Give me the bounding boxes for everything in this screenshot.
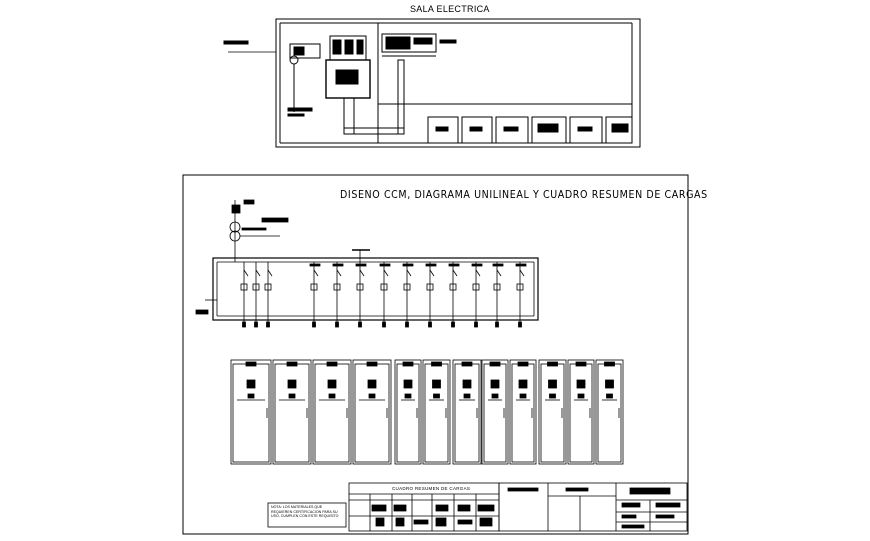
feeder-circuit	[264, 262, 273, 328]
room-outline	[275, 18, 641, 148]
feeder-circuit	[240, 262, 249, 328]
feeder-circuit	[309, 262, 321, 328]
sheet-border	[182, 174, 689, 535]
feeder-circuit	[492, 262, 504, 328]
feeder-circuit	[379, 262, 391, 328]
ccm-cabinet	[538, 359, 567, 465]
main-bus	[212, 257, 539, 321]
ccm-cabinet	[230, 359, 272, 465]
feeder-circuit	[332, 262, 344, 328]
feeder-circuit	[471, 262, 483, 328]
ccm-cabinet	[567, 359, 595, 465]
feeder-circuit	[425, 262, 437, 328]
ccm-cabinet	[422, 359, 451, 465]
title-block	[498, 482, 688, 532]
note-text: NOTA: LOS MATERIALES QUE REQUIEREN CERTI…	[271, 505, 339, 519]
ccm-cabinet	[394, 359, 422, 465]
ccm-cabinet	[481, 359, 509, 465]
ccm-cabinet	[452, 359, 482, 465]
ccm-cabinet	[312, 359, 352, 465]
feeder-circuit	[515, 262, 527, 328]
ccm-cabinet	[272, 359, 312, 465]
feeder-circuit	[448, 262, 460, 328]
feeder-circuit	[252, 262, 261, 328]
ccm-title: DISEÑO CCM, DIAGRAMA UNILINEAL Y CUADRO …	[340, 189, 708, 202]
feeder-circuit	[402, 262, 414, 328]
room-cabinet-row	[427, 116, 633, 144]
main-panel	[381, 33, 437, 53]
note-box	[267, 502, 347, 528]
ccm-cabinet	[509, 359, 537, 465]
single-line-diagram	[195, 199, 539, 321]
ccm-front-elevation	[230, 359, 624, 465]
cable-tray	[343, 97, 355, 135]
load-summary-table	[348, 482, 500, 532]
feeder-circuit	[355, 262, 367, 328]
ccm-cabinet	[595, 359, 624, 465]
electrical-room-plan	[223, 18, 641, 148]
ccm-sheet	[182, 174, 689, 535]
electrical-room-title: SALA ELECTRICA	[410, 4, 490, 14]
load-summary-title: CUADRO RESUMEN DE CARGAS	[392, 486, 471, 491]
feeder-group	[240, 262, 527, 328]
ccm-cabinet	[352, 359, 392, 465]
